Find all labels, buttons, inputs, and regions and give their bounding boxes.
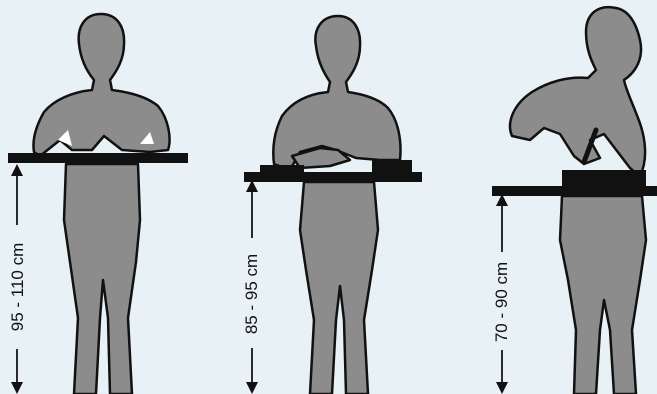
height-label-light: 85 - 95 cm <box>242 249 262 339</box>
person-lower-body-2 <box>300 182 378 394</box>
height-label-heavy: 70 - 90 cm <box>492 257 512 347</box>
work-plate-2 <box>260 165 304 172</box>
figure-precision-work <box>8 14 188 394</box>
work-surface-1 <box>8 153 188 163</box>
figure-heavy-work <box>492 7 657 394</box>
work-object-2 <box>372 160 412 172</box>
work-object-3 <box>562 170 646 186</box>
person-lower-body-3 <box>560 196 646 394</box>
work-surface-2 <box>244 172 422 182</box>
person-silhouette-2 <box>273 16 400 170</box>
work-surface-3 <box>492 186 657 196</box>
figure-light-work <box>243 16 422 394</box>
person-silhouette-3 <box>510 7 645 176</box>
height-label-precision: 95 - 110 cm <box>8 237 28 337</box>
person-lower-body-1 <box>64 164 140 394</box>
